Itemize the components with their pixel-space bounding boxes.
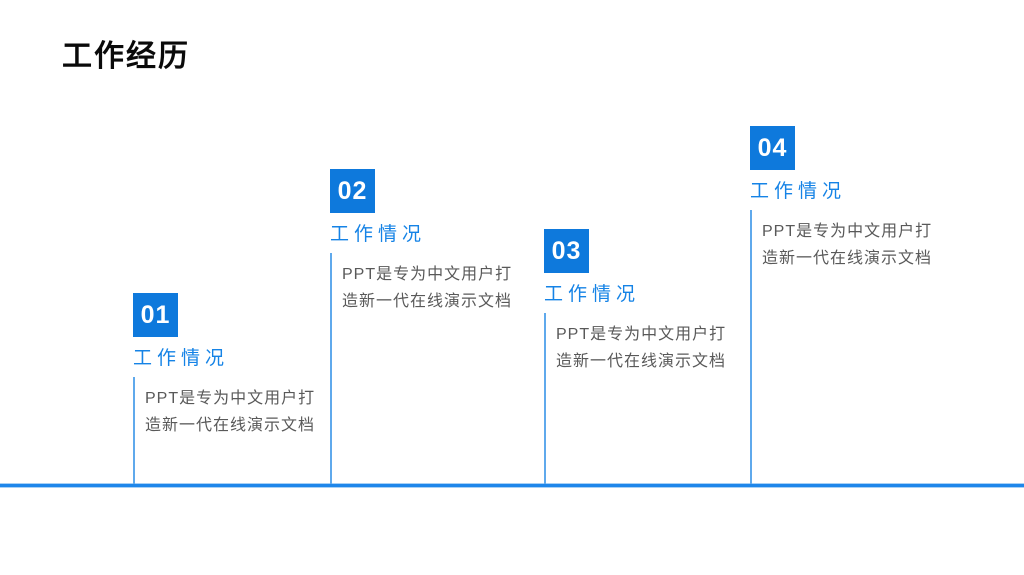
item-body-line: PPT是专为中文用户打 [145, 390, 316, 407]
item-body: PPT是专为中文用户打 造新一代在线演示文档 [133, 385, 345, 439]
item-body: PPT是专为中文用户打 造新一代在线演示文档 [330, 261, 542, 315]
timeline-connector-line [750, 210, 752, 485]
slide-title: 工作经历 [62, 40, 190, 73]
item-body-line: 造新一代在线演示文档 [762, 250, 933, 267]
item-body-line: 造新一代在线演示文档 [342, 293, 513, 310]
timeline-item-2: 02 工作情况 PPT是专为中文用户打 造新一代在线演示文档 [330, 169, 542, 315]
timeline-baseline [0, 484, 1024, 487]
step-number-badge: 01 [133, 293, 178, 337]
step-number: 02 [337, 176, 368, 205]
step-number: 04 [757, 133, 788, 162]
item-body-line: 造新一代在线演示文档 [145, 417, 316, 434]
item-title: 工作情况 [544, 284, 641, 305]
step-number: 03 [551, 236, 582, 265]
item-title: 工作情况 [750, 181, 847, 202]
timeline-connector-line [544, 313, 546, 485]
item-title: 工作情况 [133, 348, 230, 369]
item-body-line: PPT是专为中文用户打 [556, 326, 727, 343]
item-body: PPT是专为中文用户打 造新一代在线演示文档 [544, 321, 756, 375]
step-number-badge: 04 [750, 126, 795, 170]
item-title: 工作情况 [330, 224, 427, 245]
timeline-connector-line [133, 377, 135, 485]
item-body-line: PPT是专为中文用户打 [342, 266, 513, 283]
item-body-line: PPT是专为中文用户打 [762, 223, 933, 240]
step-number-badge: 03 [544, 229, 589, 273]
item-body: PPT是专为中文用户打 造新一代在线演示文档 [750, 218, 962, 272]
timeline-item-4: 04 工作情况 PPT是专为中文用户打 造新一代在线演示文档 [750, 126, 962, 272]
step-number-badge: 02 [330, 169, 375, 213]
timeline-item-3: 03 工作情况 PPT是专为中文用户打 造新一代在线演示文档 [544, 229, 756, 375]
step-number: 01 [140, 300, 171, 329]
item-body-line: 造新一代在线演示文档 [556, 353, 727, 370]
timeline-connector-line [330, 253, 332, 485]
timeline-item-1: 01 工作情况 PPT是专为中文用户打 造新一代在线演示文档 [133, 293, 345, 439]
